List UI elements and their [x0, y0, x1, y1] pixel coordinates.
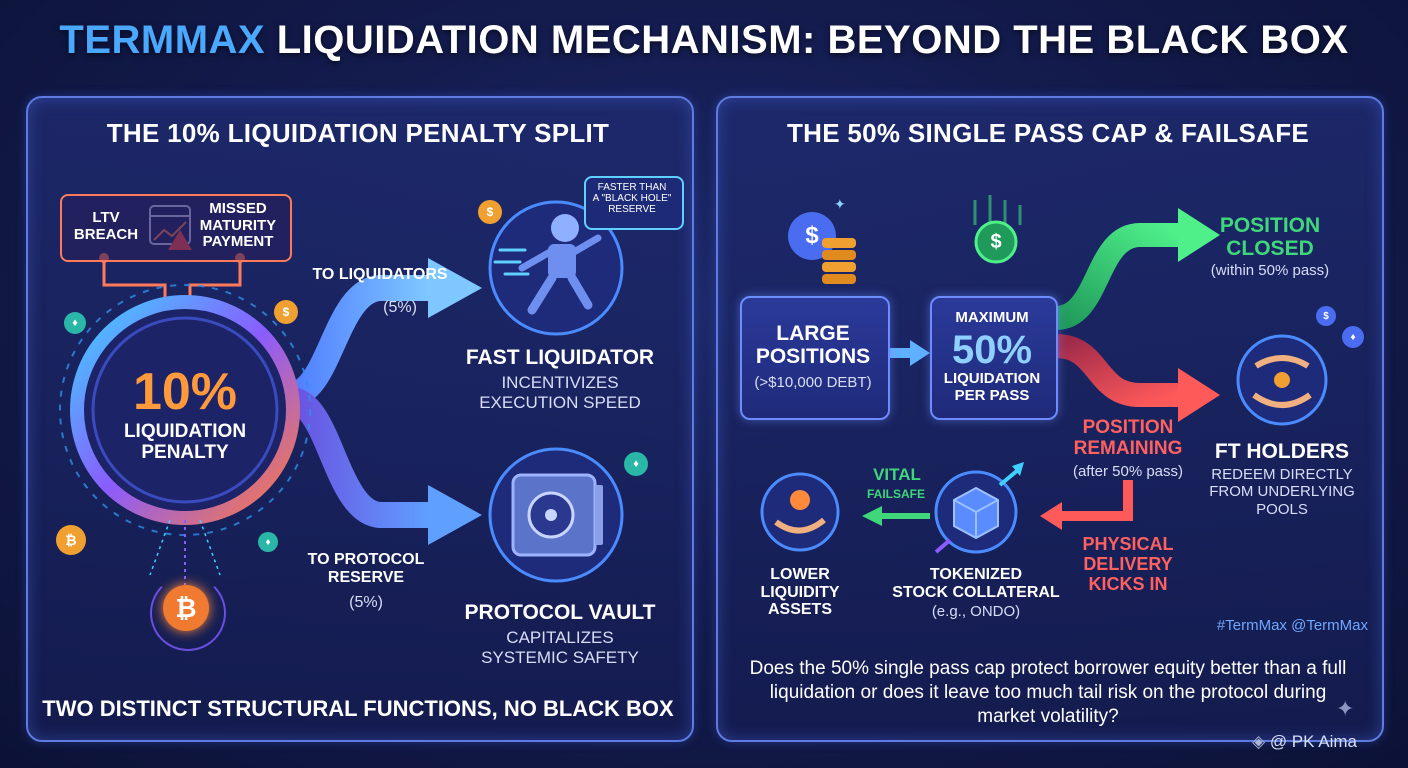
fast-liquidator-desc: INCENTIVIZES EXECUTION SPEED — [479, 373, 641, 412]
watermark-text: @ PK Aima — [1269, 732, 1357, 751]
sparkle-icon: ✦ — [834, 196, 846, 212]
maximum-bottom: LIQUIDATION PER PASS — [943, 370, 1041, 404]
to-reserve-pct: (5%) — [349, 594, 383, 611]
coin-icon: ₿ — [56, 525, 86, 555]
position-closed-sub: (within 50% pass) — [1210, 262, 1330, 279]
coin-icon: $ — [1316, 306, 1336, 326]
to-reserve-label: TO PROTOCOL RESERVE — [307, 551, 425, 586]
maximum-value: 50% — [951, 328, 1033, 372]
physical-delivery-label: PHYSICAL DELIVERY KICKS IN — [1082, 534, 1174, 594]
coin-icon: ♦ — [1342, 326, 1364, 348]
coin-icon: ♦ — [64, 312, 86, 334]
coin-icon: ♦ — [624, 452, 648, 476]
tokenized-title: TOKENIZED STOCK COLLATERAL — [892, 566, 1060, 601]
missed-maturity-label: MISSED MATURITY PAYMENT — [199, 200, 277, 250]
btc-arc — [150, 575, 226, 651]
to-liquidators-pct: (5%) — [383, 299, 417, 316]
position-closed-title: POSITION CLOSED — [1219, 214, 1321, 261]
position-remaining-title: POSITION REMAINING — [1073, 417, 1183, 459]
page-title: TERMMAX LIQUIDATION MECHANISM: BEYOND TH… — [0, 18, 1408, 63]
speech-bubble-text: FASTER THAN A "BLACK HOLE" RESERVE — [592, 182, 672, 215]
coin-icon: $ — [478, 200, 502, 224]
coin-icon: $ — [274, 300, 298, 324]
ft-holders-sub: REDEEM DIRECTLY FROM UNDERLYING POOLS — [1209, 466, 1355, 518]
fast-liquidator-title: FAST LIQUIDATOR — [465, 346, 655, 369]
hashtag-link[interactable]: #TermMax @TermMax — [1216, 617, 1368, 634]
green-dollar-icon: $ — [990, 230, 1002, 253]
sparkle-icon: ✦ — [1336, 696, 1355, 721]
trigger-box — [60, 194, 292, 262]
question-text: Does the 50% single pass cap protect bor… — [749, 658, 1347, 727]
left-panel-footer: TWO DISTINCT STRUCTURAL FUNCTIONS, NO BL… — [42, 696, 674, 721]
ft-holders-title: FT HOLDERS — [1214, 440, 1350, 463]
speech-bubble — [584, 176, 684, 230]
position-remaining-sub: (after 50% pass) — [1072, 463, 1184, 480]
coin-icon: ♦ — [258, 532, 278, 552]
maximum-box — [930, 296, 1058, 420]
to-liquidators-label: TO LIQUIDATORS — [312, 266, 448, 283]
protocol-vault-desc: CAPITALIZES SYSTEMIC SAFETY — [481, 628, 639, 667]
dollar-coin-icon: $ — [805, 222, 819, 249]
vital-label: VITAL — [873, 465, 921, 484]
large-positions-sub: (>$10,000 DEBT) — [754, 374, 872, 391]
title-rest: LIQUIDATION MECHANISM: BEYOND THE BLACK … — [276, 18, 1349, 62]
left-panel-title: THE 10% LIQUIDATION PENALTY SPLIT — [106, 118, 610, 148]
watermark-logo-icon: ◈ — [1252, 732, 1266, 751]
large-positions-box — [740, 296, 890, 420]
tokenized-sub: (e.g., ONDO) — [931, 603, 1021, 620]
watermark: ◈ @ PK Aima — [1252, 732, 1402, 752]
penalty-label: LIQUIDATION PENALTY — [123, 421, 247, 463]
ltv-breach-label: LTV BREACH — [73, 209, 139, 243]
lower-liquidity-label: LOWER LIQUIDITY ASSETS — [760, 566, 840, 619]
large-positions-title: LARGE POSITIONS — [755, 322, 871, 369]
protocol-vault-title: PROTOCOL VAULT — [464, 601, 656, 624]
failsafe-label: FAILSAFE — [866, 487, 925, 501]
right-panel-title: THE 50% SINGLE PASS CAP & FAILSAFE — [786, 118, 1310, 148]
penalty-value: 10% — [132, 363, 238, 421]
maximum-top: MAXIMUM — [955, 309, 1029, 326]
title-brand: TERMMAX — [59, 18, 266, 62]
